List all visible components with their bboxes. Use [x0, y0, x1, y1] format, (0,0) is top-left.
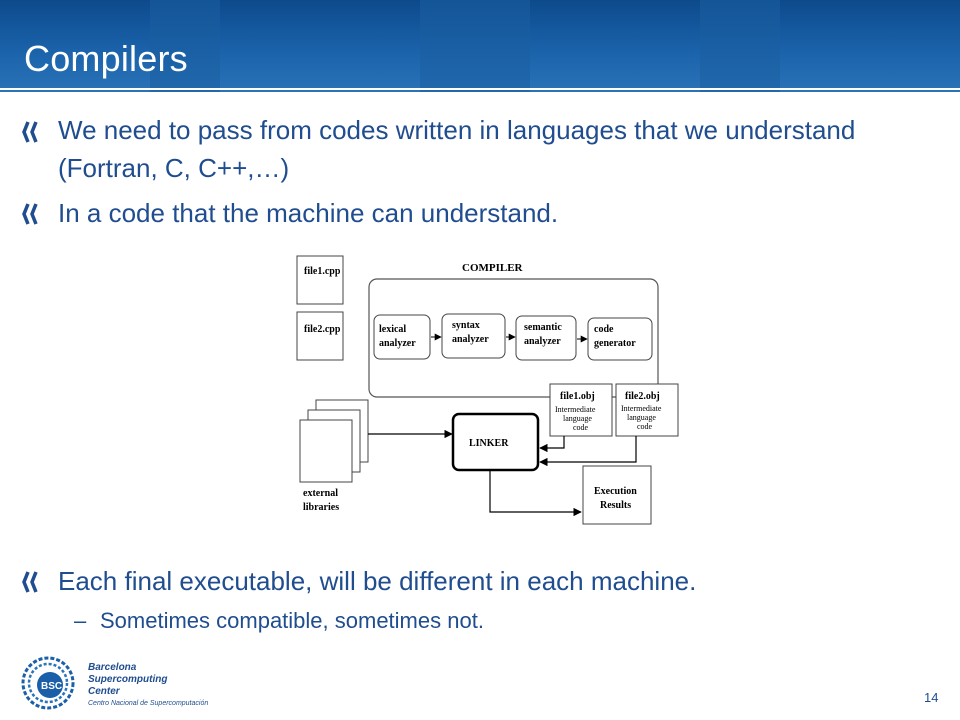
bullet-text: We need to pass from codes written in la…	[58, 115, 856, 183]
obj1-line3: code	[573, 423, 589, 432]
lexical-label-1: lexical	[379, 324, 406, 335]
exec-label-2: Results	[600, 500, 631, 511]
obj2-line2: language	[627, 413, 656, 422]
linker-box	[451, 412, 540, 472]
obj1-box	[549, 383, 613, 437]
logo-ring	[27, 662, 69, 704]
header-stripe	[150, 0, 220, 92]
arrow-linker-execution	[489, 470, 582, 517]
syntax-label-1: syntax	[452, 320, 480, 331]
code-generator-box	[587, 317, 653, 361]
codegen-label-1: code	[594, 324, 614, 335]
compiler-diagram: COMPILER file1.cpp file2.cpp lexical ana…	[296, 255, 679, 525]
logo-text-3: Center	[88, 686, 121, 697]
logo-ring	[21, 656, 75, 710]
syntax-label-2: analyzer	[452, 334, 489, 345]
semantic-label-2: analyzer	[524, 336, 561, 347]
bullet-text: Each final executable, will be different…	[58, 566, 697, 596]
file1-box	[296, 255, 344, 305]
file1-label: file1.cpp	[304, 266, 341, 277]
bullet-text: In a code that the machine can understan…	[58, 198, 559, 228]
file2-box	[296, 311, 344, 361]
semantic-label-1: semantic	[524, 322, 562, 333]
ext-libraries-label-1: external	[303, 488, 338, 499]
lexical-analyzer-box	[373, 314, 431, 360]
syntax-analyzer-box	[441, 313, 506, 359]
bullet-marker-icon	[22, 203, 38, 225]
lexical-label-2: analyzer	[379, 338, 416, 349]
obj2-title: file2.obj	[625, 391, 660, 402]
logo-abbrev: BSC	[41, 681, 62, 692]
obj1-line2: language	[563, 414, 592, 423]
exec-label-1: Execution	[594, 486, 637, 497]
logo-core	[37, 672, 63, 698]
bsc-logo: BSC Barcelona Supercomputing Center Cent…	[21, 656, 208, 710]
file2-label: file2.cpp	[304, 324, 341, 335]
bullet-marker-icon	[22, 571, 38, 593]
slide-title: Compilers	[24, 38, 188, 79]
obj2-line3: code	[637, 422, 653, 431]
sub-bullet-text: Sometimes compatible, sometimes not.	[100, 608, 484, 633]
linker-label: LINKER	[469, 438, 509, 449]
execution-results-box	[582, 465, 652, 525]
obj1-title: file1.obj	[560, 391, 595, 402]
arrow-obj2-linker	[539, 436, 637, 467]
logo-text-2: Supercomputing	[88, 674, 167, 685]
codegen-label-2: generator	[594, 338, 636, 349]
library-doc	[299, 419, 353, 483]
compiler-label: COMPILER	[462, 262, 524, 274]
ext-libraries-label-2: libraries	[303, 502, 339, 513]
sub-bullet: –Sometimes compatible, sometimes not.	[74, 608, 484, 634]
logo-text-4: Centro Nacional de Supercomputación	[88, 700, 208, 707]
semantic-analyzer-box	[515, 315, 577, 361]
sub-bullet-dash: –	[74, 608, 87, 633]
header-stripe	[420, 0, 530, 92]
bullet-marker-icon	[22, 121, 38, 143]
obj2-line1: Intermediate	[621, 404, 662, 413]
obj2-box	[615, 383, 679, 437]
logo-text-1: Barcelona	[88, 662, 137, 673]
page-number: 14	[924, 690, 939, 705]
header-bar: Compilers	[0, 0, 960, 92]
obj1-line1: Intermediate	[555, 405, 596, 414]
arrow-obj1-linker	[539, 436, 565, 453]
header-divider	[0, 88, 960, 90]
header-stripe	[700, 0, 780, 92]
